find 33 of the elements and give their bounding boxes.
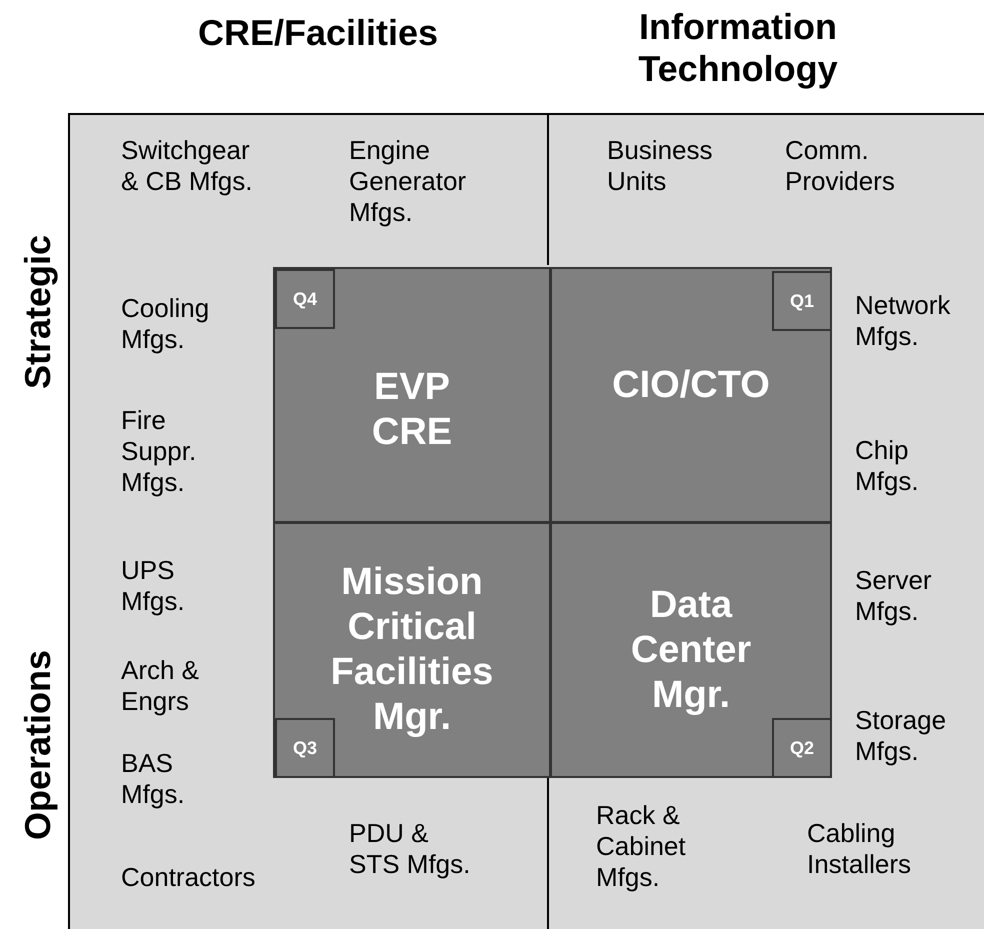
stakeholder-label: Business Units bbox=[607, 135, 714, 197]
stakeholder-label: Chip Mfgs. bbox=[855, 435, 920, 497]
stakeholder-label: Fire Suppr. Mfgs. bbox=[121, 405, 198, 498]
quadrant-box bbox=[550, 522, 832, 778]
stakeholder-label: Cooling Mfgs. bbox=[121, 293, 210, 355]
stakeholder-label: Rack & Cabinet Mfgs. bbox=[596, 800, 687, 893]
row-heading: Strategic bbox=[17, 234, 59, 390]
quadrant-box bbox=[273, 522, 551, 778]
stakeholder-label: BAS Mfgs. bbox=[121, 748, 186, 810]
stakeholder-label: Engine Generator Mfgs. bbox=[349, 135, 468, 228]
quadrant-panel bbox=[68, 113, 984, 929]
quadrant-box bbox=[550, 267, 832, 523]
stakeholder-label: UPS Mfgs. bbox=[121, 555, 186, 617]
stakeholder-label: Arch & Engrs bbox=[121, 655, 200, 717]
row-heading: Operations bbox=[17, 650, 59, 840]
quadrant-box bbox=[273, 267, 551, 523]
quadrant-title: EVP CRE bbox=[370, 365, 454, 455]
stakeholder-label: Cabling Installers bbox=[807, 818, 912, 880]
quadrant-tag: Q4 bbox=[275, 269, 335, 329]
quadrant-tag: Q1 bbox=[772, 271, 832, 331]
stakeholder-label: Network Mfgs. bbox=[855, 290, 952, 352]
stakeholder-label: Contractors bbox=[121, 862, 256, 893]
quadrant-title: Data Center Mgr. bbox=[630, 582, 752, 718]
column-heading: CRE/Facilities bbox=[196, 12, 440, 54]
quadrant-title: CIO/CTO bbox=[612, 362, 770, 408]
stakeholder-label: Server Mfgs. bbox=[855, 565, 933, 627]
column-heading: Information Technology bbox=[637, 6, 839, 90]
stakeholder-label: Storage Mfgs. bbox=[855, 705, 948, 767]
stakeholder-label: Switchgear & CB Mfgs. bbox=[121, 135, 254, 197]
stakeholder-label: Comm. Providers bbox=[785, 135, 896, 197]
quadrant-tag: Q2 bbox=[772, 718, 832, 778]
stakeholder-label: PDU & STS Mfgs. bbox=[349, 818, 472, 880]
quadrant-tag: Q3 bbox=[275, 718, 335, 778]
